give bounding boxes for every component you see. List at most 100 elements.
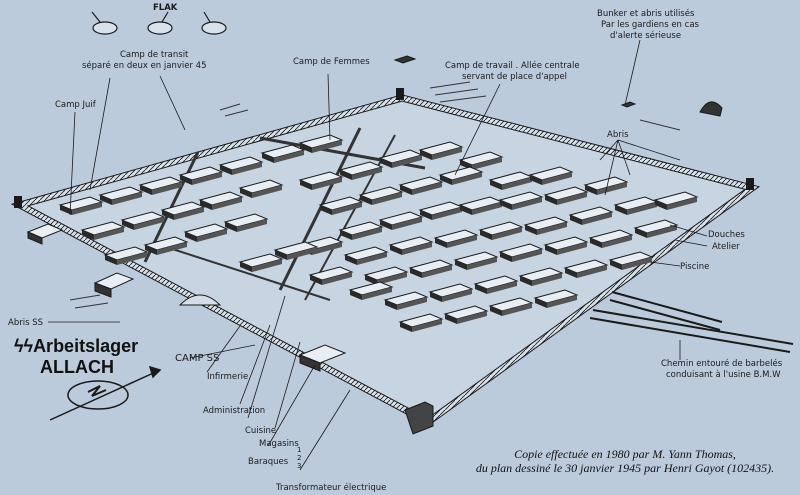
barrack-front — [252, 185, 282, 198]
barrack-wall — [122, 220, 134, 230]
barrack-front — [457, 311, 487, 324]
barrack-front — [487, 281, 517, 294]
leader-lines — [48, 39, 708, 471]
barrack-front — [197, 229, 227, 242]
barrack-front — [332, 202, 362, 215]
barrack-wall — [500, 252, 512, 262]
barrack-front — [582, 212, 612, 225]
barrack-front — [557, 242, 587, 255]
label-transit-line1: Camp de transit — [120, 50, 189, 60]
flak-icon — [91, 11, 227, 35]
barrack-front — [174, 207, 204, 220]
barrack-wall — [565, 268, 577, 278]
label-chemin-line1: Chemin entouré de barbelés — [661, 359, 783, 369]
barrack-wall — [455, 260, 467, 270]
barrack-wall — [180, 175, 192, 185]
label-transformateur: Transformateur électrique — [276, 483, 387, 493]
map-title-line2: ALLACH — [40, 357, 114, 377]
barrack-front — [322, 272, 352, 285]
label-atelier: Atelier — [712, 242, 740, 252]
barrack-wall — [300, 143, 312, 153]
barrack-wall — [535, 298, 547, 308]
barrack-front — [274, 150, 304, 163]
barrack-front — [667, 197, 697, 210]
barrack-wall — [525, 225, 537, 235]
barrack-wall — [585, 185, 597, 195]
label-abris-ss: Abris SS — [8, 318, 43, 328]
barrack-wall — [610, 260, 622, 270]
barrack-wall — [590, 238, 602, 248]
barrack-wall — [300, 180, 312, 190]
label-bunker-line2: Par les gardiens en cas — [601, 20, 699, 30]
barrack-wall — [635, 228, 647, 238]
barrack-wall — [262, 153, 274, 163]
label-abris: Abris — [607, 130, 629, 140]
label-travail-line2: servant de place d'appel — [462, 72, 568, 82]
label-cuisine: Cuisine — [245, 426, 277, 436]
barrack-front — [157, 242, 187, 255]
label-baraques-3: 3 — [297, 462, 302, 470]
barrack-front — [502, 177, 532, 190]
barrack-front — [312, 242, 342, 255]
ss-buildings — [26, 55, 637, 435]
barrack-wall — [145, 245, 157, 255]
label-bunker-line1: Bunker et abris utilisés — [597, 9, 695, 19]
map-title-line1: Arbeitslager — [33, 336, 139, 356]
barrack-wall — [390, 245, 402, 255]
barrack-wall — [440, 175, 452, 185]
barrack-wall — [82, 230, 94, 240]
barrack-front — [577, 265, 607, 278]
barrack-front — [117, 252, 147, 265]
barrack-wall — [500, 200, 512, 210]
compass-icon — [49, 365, 162, 421]
label-infirmerie: Infirmerie — [207, 372, 249, 382]
label-juif: Camp Juif — [55, 100, 96, 110]
barrack-wall — [400, 185, 412, 195]
barrack-wall — [380, 158, 392, 168]
barrack-wall — [445, 314, 457, 324]
barrack-wall — [240, 188, 252, 198]
barrack-wall — [490, 180, 502, 190]
barrack-wall — [420, 150, 432, 160]
bunker-icon — [699, 101, 723, 117]
ss-runes: ϟϟ — [14, 336, 34, 356]
barrack-front — [512, 249, 542, 262]
barrack-wall — [140, 185, 152, 195]
barrack-front — [422, 265, 452, 278]
barrack-wall — [310, 275, 322, 285]
barrack-front — [192, 172, 222, 185]
barrack-front — [647, 225, 677, 238]
barrack-front — [112, 192, 142, 205]
barrack-front — [372, 192, 402, 205]
barrack-front — [547, 295, 577, 308]
label-chemin-line2: conduisant à l'usine B.M.W — [666, 370, 781, 380]
barrack-front — [312, 140, 342, 153]
label-magasins: Magasins — [259, 439, 299, 449]
label-bunker-line3: d'alerte sérieuse — [610, 31, 682, 41]
barrack-wall — [380, 220, 392, 230]
barrack-wall — [340, 230, 352, 240]
barrack-front — [72, 202, 102, 215]
barrack-front — [557, 192, 587, 205]
barrack-front — [467, 257, 497, 270]
barrack-wall — [460, 205, 472, 215]
barrack-wall — [340, 170, 352, 180]
barrack-wall — [430, 292, 442, 302]
barrack-wall — [360, 195, 372, 205]
barrack-front — [432, 147, 462, 160]
label-baraques-2: 2 — [297, 454, 302, 462]
barrack-wall — [490, 306, 502, 316]
barrack-front — [542, 172, 572, 185]
barrack-front — [397, 297, 427, 310]
barrack-front — [452, 172, 482, 185]
barrack-front — [447, 235, 477, 248]
barrack-front — [537, 222, 567, 235]
barrack-front — [597, 182, 627, 195]
label-flak: FLAK — [153, 3, 178, 13]
barrack-front — [352, 167, 382, 180]
label-douches: Douches — [708, 230, 745, 240]
label-baraques: Baraques — [248, 457, 289, 467]
barrack-wall — [162, 210, 174, 220]
barrack-wall — [60, 205, 72, 215]
